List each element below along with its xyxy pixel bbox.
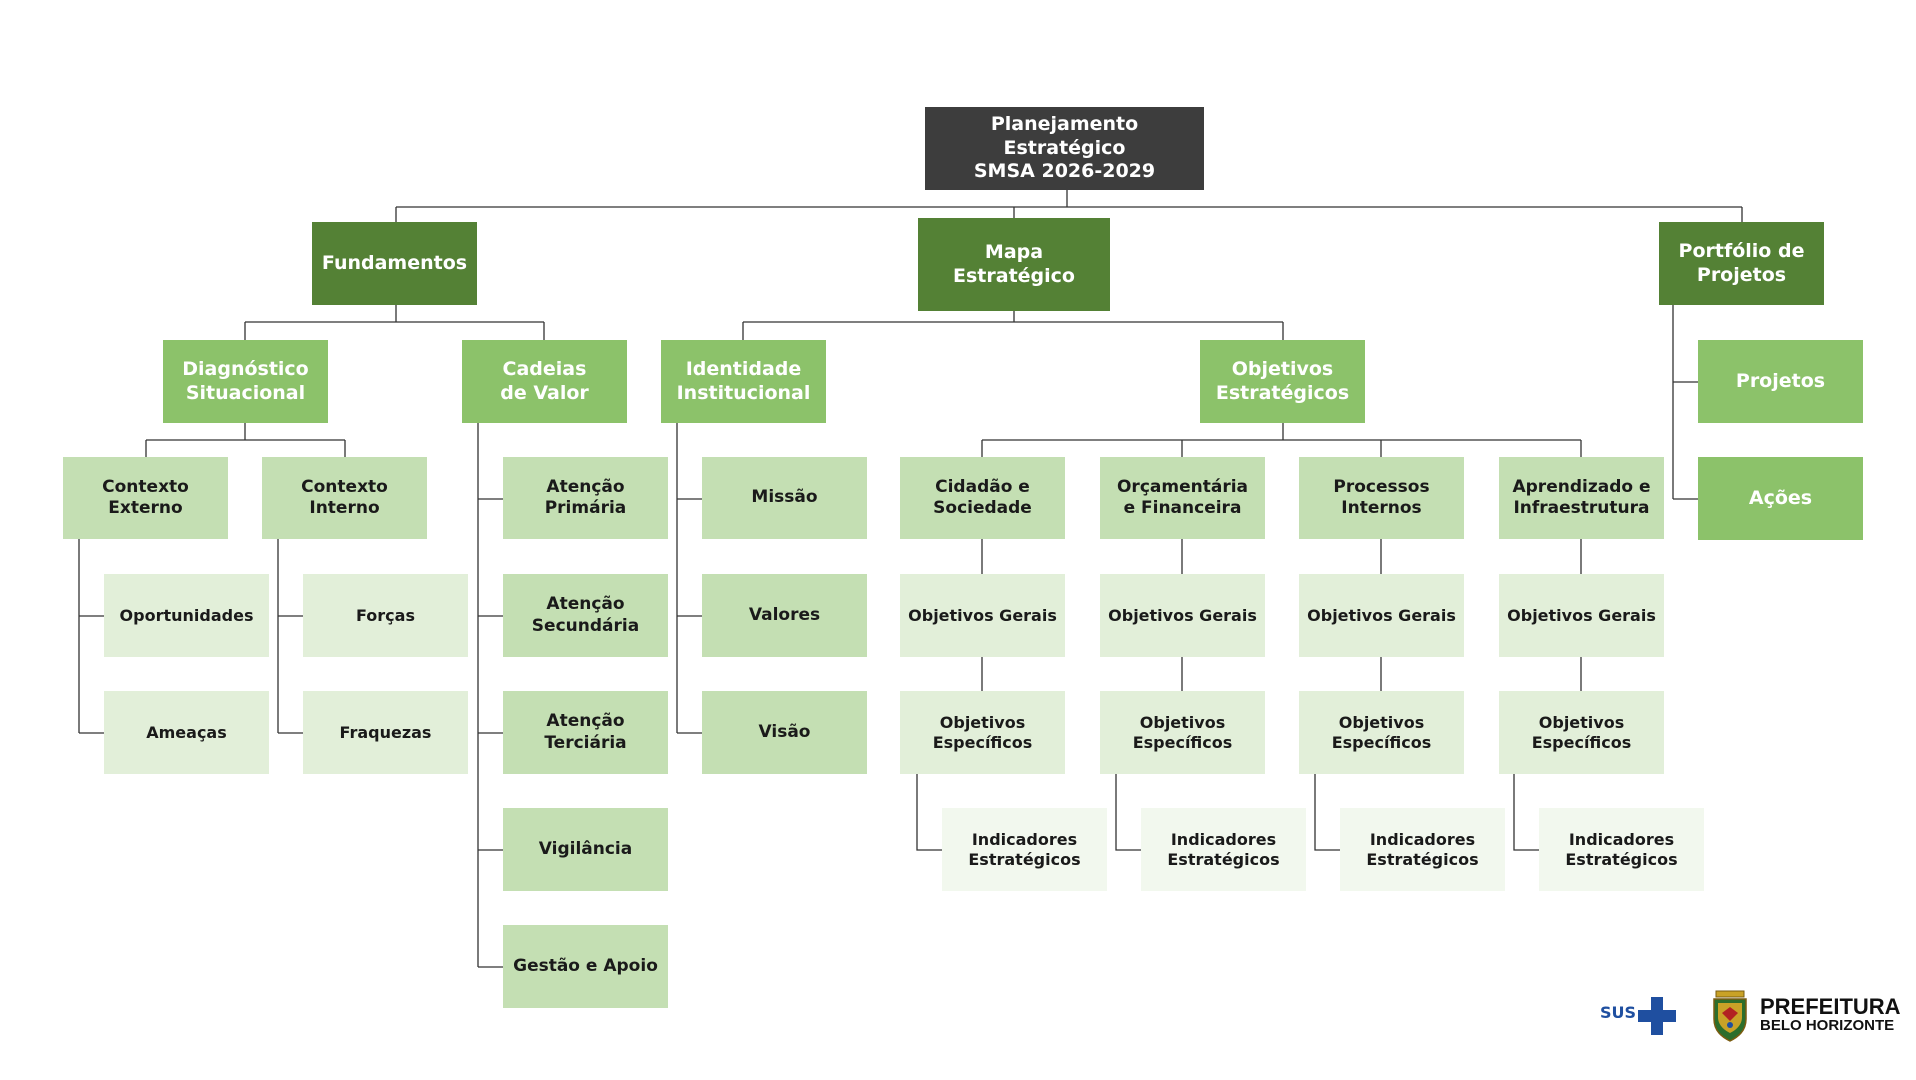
objetivos-especificos-node: Objetivos Específicos: [900, 691, 1065, 774]
fraquezas-label: Fraquezas: [339, 722, 432, 742]
diagnostico-label: Diagnóstico Situacional: [182, 357, 309, 404]
indicadores-node: Indicadores Estratégicos: [1340, 808, 1505, 891]
atencao-terciaria-label: Atenção Terciária: [544, 711, 627, 753]
missao-node: Missão: [702, 457, 867, 539]
oportunidades-node: Oportunidades: [104, 574, 269, 657]
atencao-terciaria-node: Atenção Terciária: [503, 691, 668, 774]
objetivos-especificos-label: Objetivos Específicos: [1331, 712, 1432, 752]
projetos-label: Projetos: [1735, 369, 1826, 392]
indicadores-node: Indicadores Estratégicos: [942, 808, 1107, 891]
missao-label: Missão: [751, 487, 818, 508]
ameacas-label: Ameaças: [146, 722, 227, 742]
sus-logo-text: SUS: [1600, 1003, 1637, 1022]
perspectiva-label: Aprendizado e Infraestrutura: [1512, 476, 1651, 518]
valores-node: Valores: [702, 574, 867, 657]
indicadores-label: Indicadores Estratégicos: [1565, 829, 1678, 869]
projetos-node: Projetos: [1698, 340, 1863, 423]
objetivos-gerais-node: Objetivos Gerais: [1299, 574, 1464, 657]
diagnostico-node: Diagnóstico Situacional: [163, 340, 328, 423]
indicadores-node: Indicadores Estratégicos: [1539, 808, 1704, 891]
identidade-label: Identidade Institucional: [676, 357, 811, 404]
acoes-node: Ações: [1698, 457, 1863, 540]
objetivos-gerais-node: Objetivos Gerais: [1100, 574, 1265, 657]
objetivos-especificos-label: Objetivos Específicos: [932, 712, 1033, 752]
atencao-primaria-node: Atenção Primária: [503, 457, 668, 539]
mapa-estrategico-label: Mapa Estratégico: [953, 240, 1075, 287]
root-label: Planejamento Estratégico SMSA 2026-2029: [973, 112, 1156, 183]
gestao-apoio-label: Gestão e Apoio: [513, 955, 658, 976]
portfolio-label: Portfólio de Projetos: [1678, 239, 1805, 286]
perspectiva-label: Cidadão e Sociedade: [933, 476, 1032, 518]
visao-label: Visão: [758, 721, 811, 742]
indicadores-label: Indicadores Estratégicos: [968, 829, 1081, 869]
footer-logos: SUS PREFEITURA BELO HORIZONTE: [1600, 985, 1901, 1045]
contexto-interno-node: Contexto Interno: [262, 457, 427, 539]
contexto-externo-label: Contexto Externo: [102, 476, 189, 518]
valores-label: Valores: [748, 604, 821, 625]
mapa-estrategico-node: Mapa Estratégico: [918, 218, 1110, 311]
contexto-externo-node: Contexto Externo: [63, 457, 228, 539]
fundamentos-label: Fundamentos: [321, 251, 468, 274]
objetivos-especificos-node: Objetivos Específicos: [1100, 691, 1265, 774]
atencao-secundaria-node: Atenção Secundária: [503, 574, 668, 657]
objetivos-gerais-label: Objetivos Gerais: [1507, 605, 1656, 625]
root-node: Planejamento Estratégico SMSA 2026-2029: [925, 107, 1204, 190]
fundamentos-node: Fundamentos: [312, 222, 477, 305]
forcas-label: Forças: [356, 605, 415, 625]
vigilancia-label: Vigilância: [538, 838, 633, 859]
forcas-node: Forças: [303, 574, 468, 657]
contexto-interno-label: Contexto Interno: [301, 476, 388, 518]
perspectiva-label: Processos Internos: [1333, 476, 1430, 518]
prefeitura-logo: PREFEITURA BELO HORIZONTE: [1760, 995, 1901, 1034]
acoes-label: Ações: [1748, 486, 1813, 509]
gestao-apoio-node: Gestão e Apoio: [503, 925, 668, 1008]
perspectiva-label: Orçamentária e Financeira: [1116, 476, 1248, 518]
perspectiva-node: Aprendizado e Infraestrutura: [1499, 457, 1664, 539]
objetivos-gerais-label: Objetivos Gerais: [908, 605, 1057, 625]
objetivos-estrategicos-label: Objetivos Estratégicos: [1215, 357, 1350, 404]
perspectiva-node: Processos Internos: [1299, 457, 1464, 539]
objetivos-especificos-label: Objetivos Específicos: [1531, 712, 1632, 752]
objetivos-gerais-label: Objetivos Gerais: [1307, 605, 1456, 625]
prefeitura-line2: BELO HORIZONTE: [1760, 1017, 1895, 1035]
portfolio-node: Portfólio de Projetos: [1659, 222, 1824, 305]
indicadores-label: Indicadores Estratégicos: [1366, 829, 1479, 869]
oportunidades-label: Oportunidades: [119, 605, 254, 625]
visao-node: Visão: [702, 691, 867, 774]
fraquezas-node: Fraquezas: [303, 691, 468, 774]
atencao-secundaria-label: Atenção Secundária: [531, 594, 640, 636]
indicadores-label: Indicadores Estratégicos: [1167, 829, 1280, 869]
ameacas-node: Ameaças: [104, 691, 269, 774]
objetivos-especificos-node: Objetivos Específicos: [1499, 691, 1664, 774]
objetivos-gerais-node: Objetivos Gerais: [1499, 574, 1664, 657]
indicadores-node: Indicadores Estratégicos: [1141, 808, 1306, 891]
objetivos-gerais-label: Objetivos Gerais: [1108, 605, 1257, 625]
objetivos-especificos-label: Objetivos Específicos: [1132, 712, 1233, 752]
prefeitura-line1: PREFEITURA: [1760, 994, 1901, 1019]
objetivos-estrategicos-node: Objetivos Estratégicos: [1200, 340, 1365, 423]
objetivos-gerais-node: Objetivos Gerais: [900, 574, 1065, 657]
atencao-primaria-label: Atenção Primária: [544, 476, 627, 518]
vigilancia-node: Vigilância: [503, 808, 668, 891]
sus-cross-icon: [1638, 997, 1676, 1035]
cadeias-label: Cadeias de Valor: [500, 357, 589, 404]
belo-horizonte-crest-icon: [1713, 990, 1747, 1042]
perspectiva-node: Orçamentária e Financeira: [1100, 457, 1265, 539]
identidade-node: Identidade Institucional: [661, 340, 826, 423]
objetivos-especificos-node: Objetivos Específicos: [1299, 691, 1464, 774]
perspectiva-node: Cidadão e Sociedade: [900, 457, 1065, 539]
cadeias-node: Cadeias de Valor: [462, 340, 627, 423]
